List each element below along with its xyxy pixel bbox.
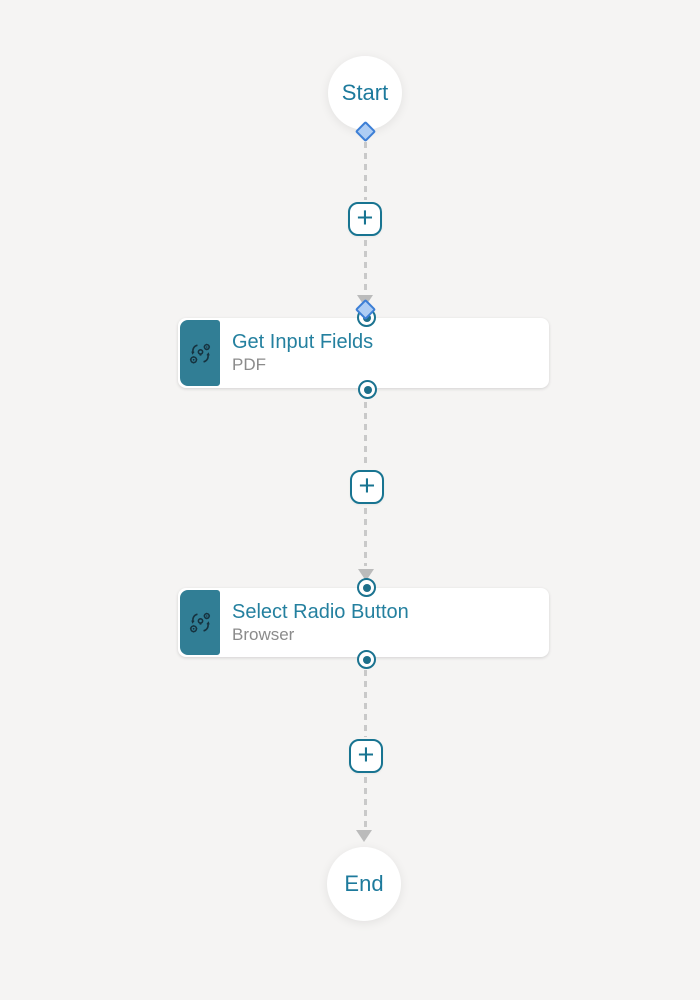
- step-card-get-input-fields[interactable]: Get Input Fields PDF: [178, 318, 549, 388]
- edge-add3-to-end[interactable]: [364, 777, 367, 830]
- step-icon-block: [180, 320, 220, 386]
- automation-process-gears-icon: [189, 342, 210, 364]
- plus-icon: +: [356, 201, 374, 234]
- step-subtitle: PDF: [232, 355, 266, 374]
- automation-process-gears-icon: [189, 612, 210, 633]
- add-step-button-2[interactable]: +: [350, 470, 384, 504]
- edge-add2-to-node2[interactable]: [364, 508, 367, 566]
- connector-port-node2-top[interactable]: [357, 578, 376, 597]
- step-text-block: Select Radio Button Browser: [232, 588, 541, 657]
- start-node-label: Start: [341, 80, 389, 105]
- end-node[interactable]: End: [327, 847, 401, 921]
- step-subtitle: Browser: [232, 624, 295, 644]
- step-icon-block: [180, 590, 220, 655]
- add-step-button-3[interactable]: +: [349, 739, 383, 773]
- end-node-label: End: [344, 871, 384, 896]
- step-text-block: Get Input Fields PDF: [232, 318, 541, 388]
- step-card-select-radio-button[interactable]: Select Radio Button Browser: [178, 588, 549, 657]
- plus-icon: +: [358, 469, 376, 502]
- edge-start-to-add1[interactable]: [364, 142, 367, 200]
- step-title: Get Input Fields: [232, 331, 374, 353]
- edge-node1-to-add2[interactable]: [364, 402, 367, 468]
- edge-add1-to-node1[interactable]: [364, 240, 367, 292]
- step-title: Select Radio Button: [232, 600, 409, 623]
- arrowhead-down-icon: [356, 830, 372, 842]
- connector-port-node2-bottom[interactable]: [357, 650, 376, 669]
- plus-icon: +: [357, 738, 375, 771]
- start-node[interactable]: Start: [328, 56, 402, 130]
- add-step-button-1[interactable]: +: [348, 202, 382, 236]
- edge-node2-to-add3[interactable]: [364, 670, 367, 737]
- connector-port-node1-bottom[interactable]: [358, 380, 377, 399]
